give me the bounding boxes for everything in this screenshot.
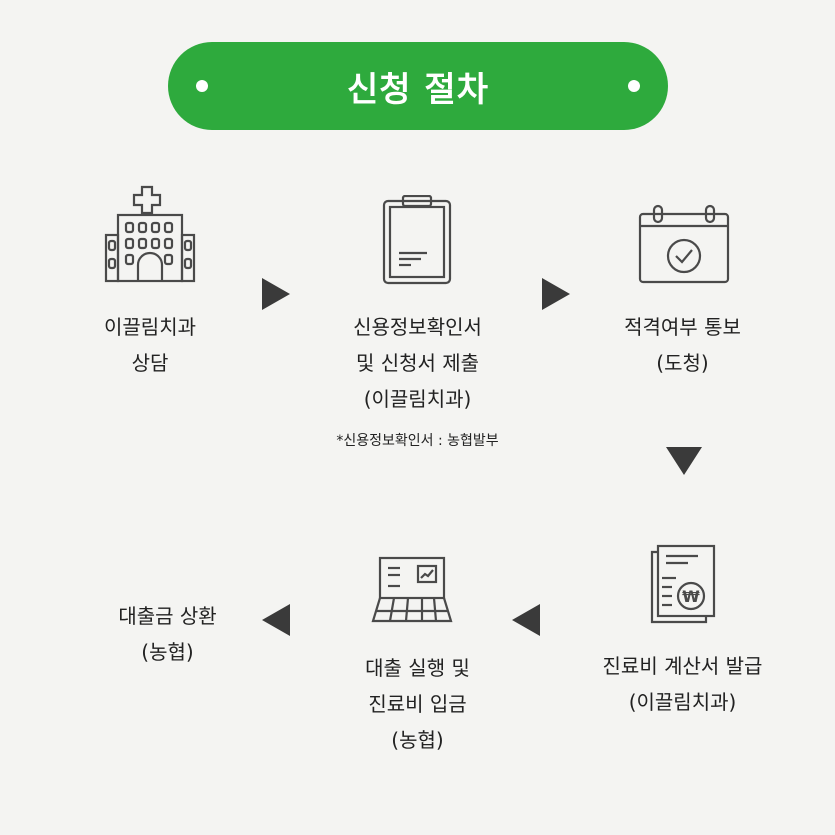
step-1-label: 이끌림치과 상담: [70, 309, 230, 381]
step-2-note: *신용정보확인서 : 농협발부: [336, 433, 499, 449]
step-2-line3: (이끌림치과): [363, 387, 472, 411]
step-2-line2: 및 신청서 제출: [355, 351, 480, 375]
banner-dot-right: [628, 80, 640, 92]
calendar-check-icon: [638, 204, 730, 284]
step-3-line2: (도청): [656, 351, 709, 375]
step-2-label: 신용정보확인서 및 신청서 제출 (이끌림치과): [320, 309, 515, 417]
banner-dot-left: [196, 80, 208, 92]
step-6-line2: (농협): [141, 640, 194, 664]
step-5-label: 대출 실행 및 진료비 입금 (농협): [320, 650, 515, 758]
step-6-label: 대출금 상환 (농협): [85, 598, 250, 670]
step-5-line3: (농협): [391, 728, 444, 752]
banner-title: 신청 절차: [347, 69, 489, 110]
step-3-label: 적격여부 통보 (도청): [585, 309, 780, 381]
step-2-line1: 신용정보확인서: [353, 315, 482, 339]
arrow-left-1: [512, 604, 540, 636]
won-symbol: ₩: [682, 587, 700, 606]
clipboard-icon: [382, 195, 452, 285]
step-4-line1: 진료비 계산서 발급: [602, 654, 763, 678]
laptop-chart-icon: [371, 556, 453, 623]
hospital-icon: [104, 185, 196, 283]
step-6-line1: 대출금 상환: [118, 604, 217, 628]
title-banner: 신청 절차: [168, 42, 668, 130]
invoice-won-icon: ₩: [650, 544, 716, 624]
arrow-left-2: [262, 604, 290, 636]
arrow-down: [666, 447, 702, 475]
arrow-right-1: [262, 278, 290, 310]
step-4-label: 진료비 계산서 발급 (이끌림치과): [575, 648, 790, 720]
step-1-line1: 이끌림치과: [104, 315, 196, 339]
arrow-right-2: [542, 278, 570, 310]
step-3-line1: 적격여부 통보: [624, 315, 741, 339]
step-5-line2: 진료비 입금: [368, 692, 467, 716]
step-1-line2: 상담: [131, 351, 169, 375]
step-4-line2: (이끌림치과): [628, 690, 737, 714]
step-5-line1: 대출 실행 및: [365, 656, 470, 680]
